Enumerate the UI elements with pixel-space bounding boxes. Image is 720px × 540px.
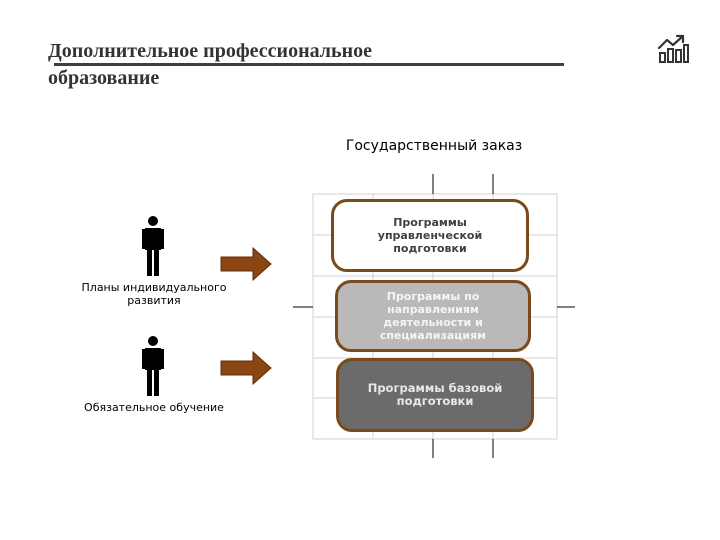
state-order-label: Государственный заказ	[345, 138, 523, 154]
chart-growth-icon	[657, 34, 689, 63]
individual-plans-label: Планы индивидуального развития	[81, 281, 227, 307]
right-arrow-icon	[220, 351, 272, 385]
mandatory-training-label: Обязательное обучение	[84, 401, 224, 414]
title-underline	[54, 63, 564, 66]
basic-programs-box: Программы базовой подготовки	[336, 358, 534, 432]
person-icon	[142, 216, 164, 276]
management-programs-box: Программы управленческой подготовки	[331, 199, 529, 272]
person-icon	[142, 336, 164, 396]
page-title: Дополнительное профессиональное образова…	[48, 40, 372, 89]
right-arrow-icon	[220, 247, 272, 281]
specialization-programs-box: Программы по направлениям деятельности и…	[335, 280, 531, 352]
